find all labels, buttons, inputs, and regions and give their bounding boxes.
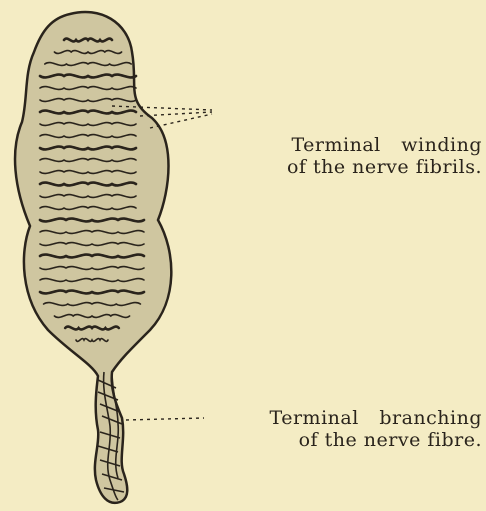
corpuscle-body xyxy=(15,12,171,503)
label-terminal-branching-line1: Terminal branching xyxy=(228,407,482,429)
label-terminal-branching-line2: of the nerve fibre. xyxy=(228,429,482,451)
label-terminal-winding-line1: Terminal winding xyxy=(228,134,482,156)
label-terminal-winding-line2: of the nerve fibrils. xyxy=(228,156,482,178)
label-terminal-branching: Terminal branching of the nerve fibre. xyxy=(228,407,482,451)
label-terminal-winding: Terminal winding of the nerve fibrils. xyxy=(228,134,482,178)
